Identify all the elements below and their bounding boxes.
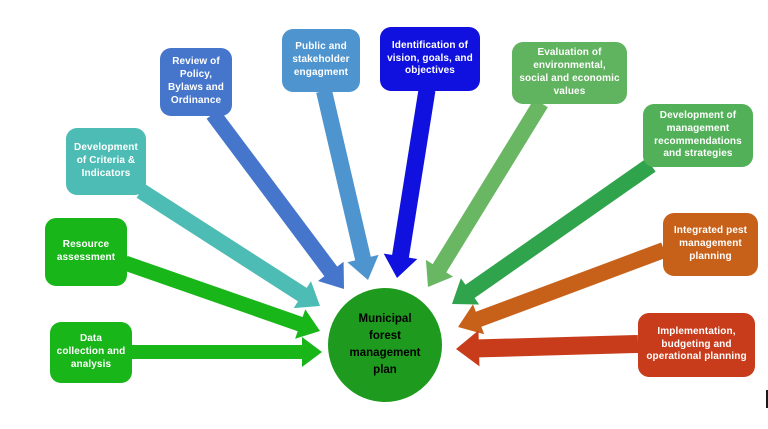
diagram-box-identification-vision-goals: Identification of vision, goals, and obj… bbox=[380, 27, 480, 91]
diagram-box-development-criteria-indicators: Development of Criteria & Indicators bbox=[66, 128, 146, 195]
diagram-box-label-implementation-budgeting: Implementation, budgeting and operationa… bbox=[646, 325, 747, 363]
diagram-box-label-public-stakeholder-engagement: Public and stakeholder engagment bbox=[292, 41, 350, 78]
integrated-pest-management-arrow bbox=[458, 242, 667, 335]
public-stakeholder-engagement-arrow bbox=[316, 89, 379, 280]
diagram-box-resource-assessment: Resource assessment bbox=[45, 218, 127, 286]
diagram-box-development-recommendations: Development of management recommendation… bbox=[643, 104, 753, 167]
development-recommendations-arrow bbox=[452, 158, 656, 305]
implementation-budgeting-arrow bbox=[456, 330, 639, 367]
identification-vision-goals-arrow bbox=[383, 88, 436, 278]
diagram-box-label-review-policy-bylaws: Review of Policy, Bylaws and Ordinance bbox=[167, 56, 225, 106]
diagram-box-label-integrated-pest-management: Integrated pest management planning bbox=[673, 225, 748, 262]
diagram-box-evaluation-values: Evaluation of environmental, social and … bbox=[512, 42, 627, 104]
review-policy-bylaws-arrow bbox=[206, 109, 344, 289]
diagram-box-review-policy-bylaws: Review of Policy, Bylaws and Ordinance bbox=[160, 48, 232, 116]
center-node-label: Municipal forest management plan bbox=[349, 312, 421, 377]
diagram-box-label-evaluation-values: Evaluation of environmental, social and … bbox=[519, 47, 620, 97]
evaluation-values-arrow bbox=[425, 98, 548, 287]
diagram-box-data-collection: Data collection and analysis bbox=[50, 322, 132, 383]
diagram-box-label-identification-vision-goals: Identification of vision, goals, and obj… bbox=[387, 39, 473, 77]
development-criteria-indicators-arrow bbox=[136, 184, 320, 309]
diagram-box-implementation-budgeting: Implementation, budgeting and operationa… bbox=[638, 313, 755, 377]
diagram-box-label-data-collection: Data collection and analysis bbox=[56, 333, 126, 370]
diagram-box-label-development-recommendations: Development of management recommendation… bbox=[654, 109, 742, 160]
resource-assessment-arrow bbox=[122, 255, 320, 339]
diagram-box-public-stakeholder-engagement: Public and stakeholder engagment bbox=[282, 29, 360, 92]
diagram-box-label-resource-assessment: Resource assessment bbox=[56, 239, 116, 263]
center-node-municipal-plan: Municipal forest management plan bbox=[328, 288, 442, 402]
diagram-box-integrated-pest-management: Integrated pest management planning bbox=[663, 213, 758, 276]
data-collection-arrow bbox=[131, 337, 322, 367]
caption-mark bbox=[766, 390, 768, 408]
diagram-box-label-development-criteria-indicators: Development of Criteria & Indicators bbox=[74, 142, 138, 179]
